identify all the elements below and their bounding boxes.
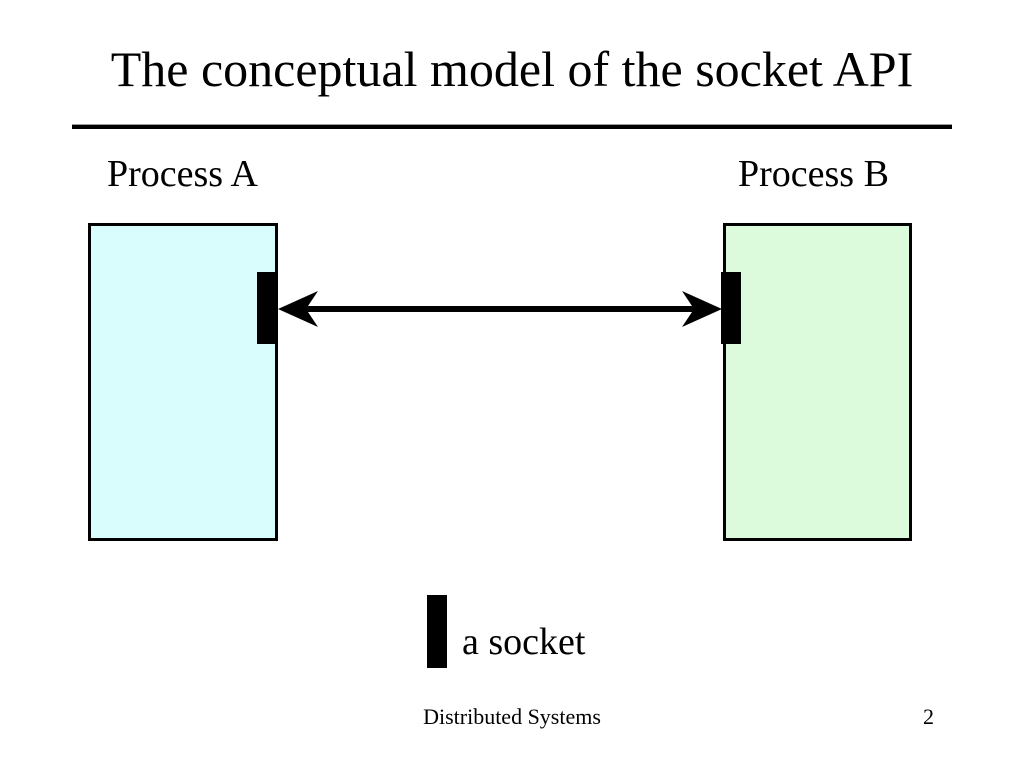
slide-title: The conceptual model of the socket API [110, 41, 914, 97]
bidirectional-arrow [278, 291, 722, 327]
legend-socket-swatch [427, 595, 447, 668]
process-b-box [723, 223, 912, 541]
arrowhead-right-icon [682, 291, 722, 327]
arrow-shaft [306, 306, 694, 312]
arrowhead-left-icon [278, 291, 318, 327]
page-number: 2 [923, 704, 934, 729]
process-b-label: Process B [738, 153, 889, 195]
process-a-box [88, 223, 278, 541]
title-divider [72, 124, 952, 129]
footer-title: Distributed Systems [423, 704, 601, 729]
legend-label: a socket [462, 621, 586, 663]
socket-b [721, 272, 741, 344]
socket-a [257, 272, 277, 344]
legend: a socket [427, 595, 677, 670]
process-a-label: Process A [107, 153, 258, 195]
